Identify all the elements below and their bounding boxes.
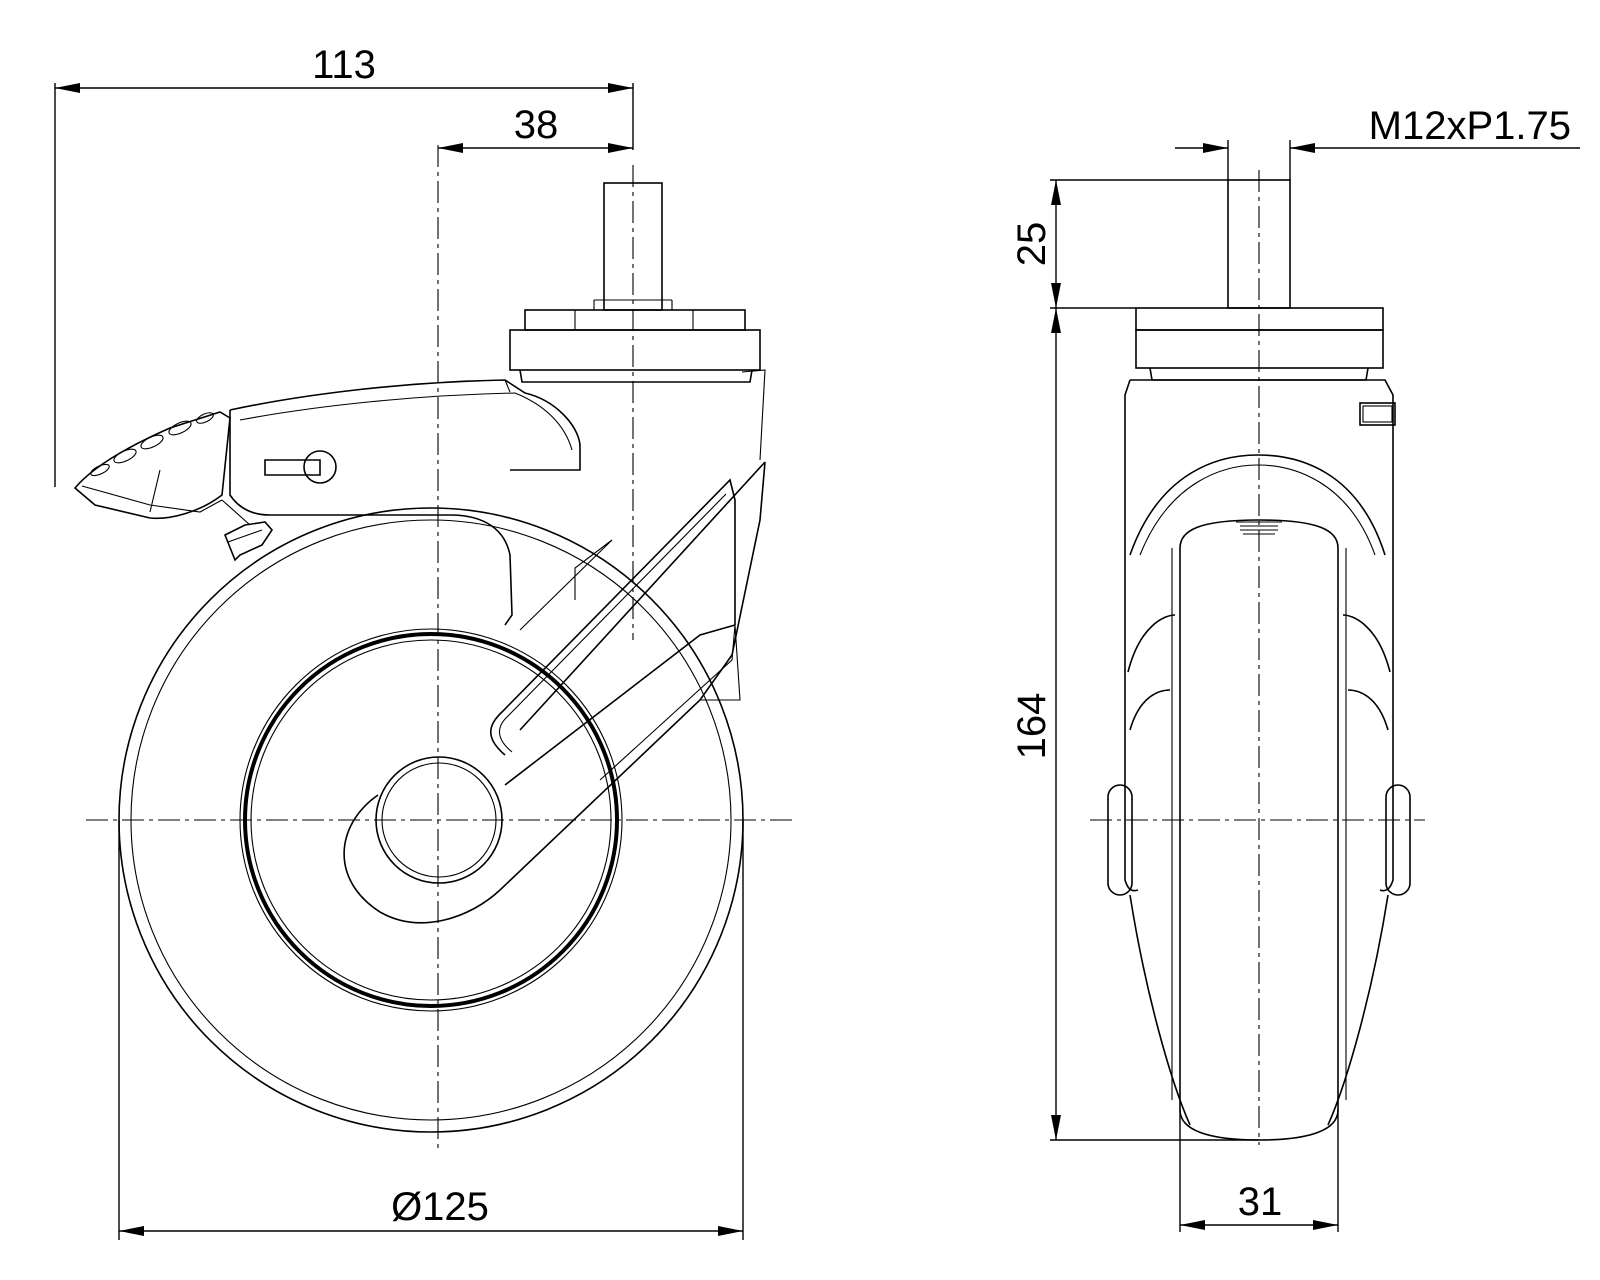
dim-stem-length: 25 [1010, 222, 1054, 267]
dim-overall-width: 113 [312, 43, 376, 87]
dimension-labels: 113 38 Ø125 M12xP1.75 25 164 31 [312, 43, 1571, 1229]
side-top-plate [509, 182, 761, 383]
side-fork [343, 369, 766, 924]
dim-wheel-diameter: Ø125 [391, 1185, 489, 1229]
front-centerlines [1090, 170, 1425, 1145]
front-view [1090, 170, 1425, 1145]
dim-thread: M12xP1.75 [1369, 104, 1571, 148]
side-view [73, 145, 795, 1150]
front-top-plate [1135, 179, 1396, 426]
side-brake-pedal [73, 411, 274, 562]
dim-wheel-width: 31 [1238, 1180, 1283, 1224]
side-brake-housing [229, 379, 581, 626]
dim-offset: 38 [514, 103, 559, 147]
dim-height: 164 [1010, 693, 1054, 760]
side-centerlines [86, 145, 795, 1150]
dimension-lines [54, 83, 1580, 1240]
front-fork [1107, 379, 1411, 1126]
